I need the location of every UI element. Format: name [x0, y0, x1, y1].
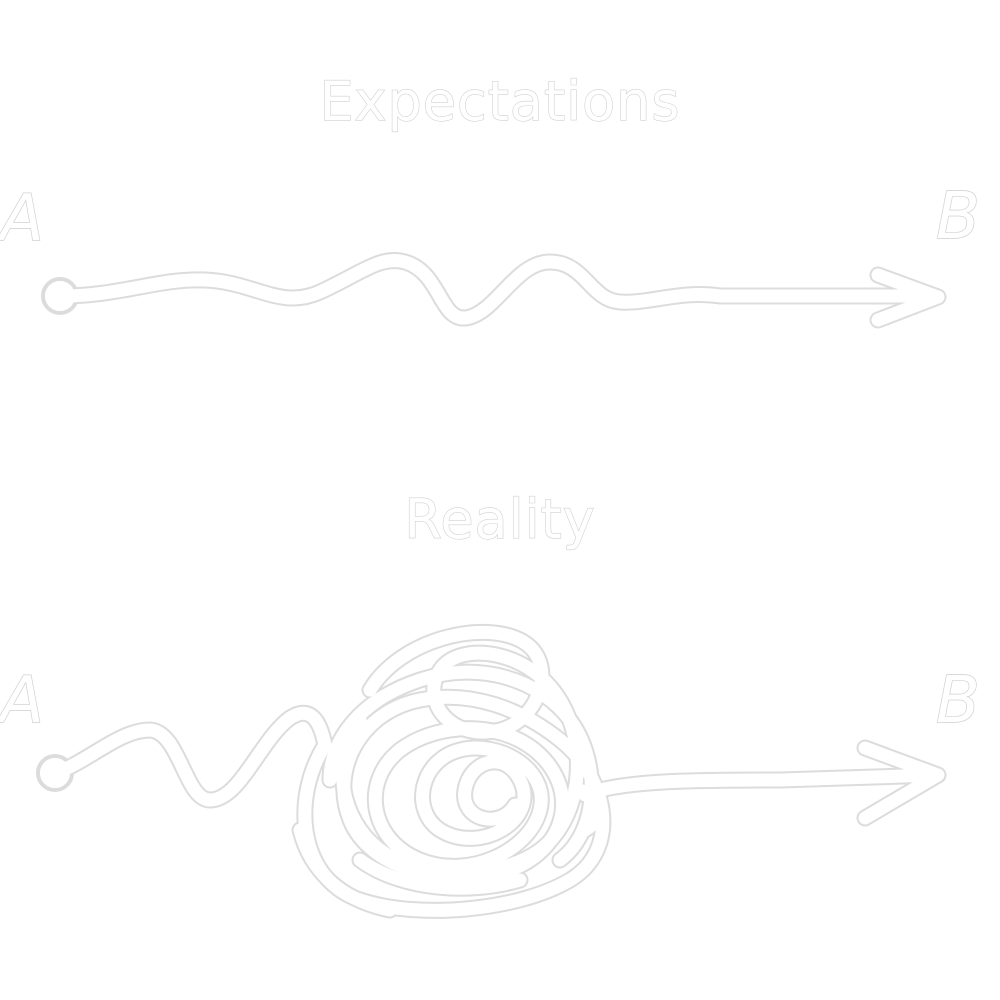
expectations-start-dot — [45, 281, 75, 311]
expectations-panel: Expectations A B — [0, 69, 981, 329]
reality-start-dot — [40, 758, 70, 788]
expectations-title: Expectations — [319, 70, 680, 133]
expectations-start-label: A — [0, 182, 44, 256]
reality-tangle — [298, 690, 610, 917]
reality-start-label: A — [0, 664, 44, 738]
reality-title: Reality — [404, 488, 596, 551]
expectations-end-label: B — [936, 180, 980, 254]
reality-panel: Reality A B — [0, 487, 981, 919]
reality-end-label: B — [936, 664, 980, 738]
expectations-path — [45, 254, 945, 327]
reality-path — [40, 625, 945, 917]
reality-arrowhead — [858, 741, 945, 825]
